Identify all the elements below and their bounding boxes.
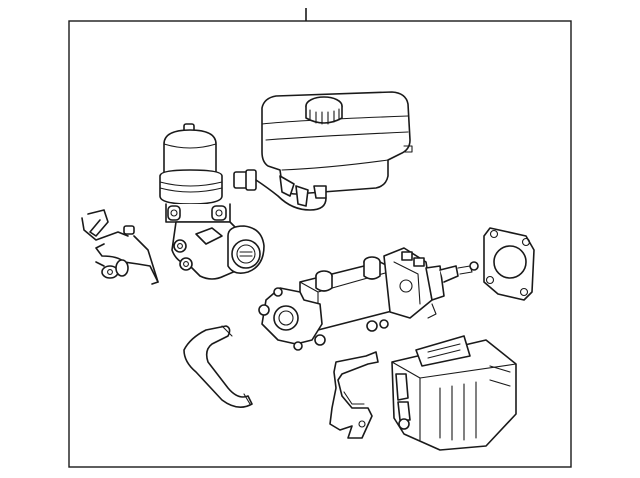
level-sensor-connector[interactable]: [233, 169, 327, 211]
brake-line-bracket[interactable]: [81, 209, 159, 285]
fluid-reservoir[interactable]: [261, 91, 413, 207]
diagram-frame: [68, 20, 572, 468]
gasket[interactable]: [483, 227, 535, 301]
hose[interactable]: [183, 325, 253, 408]
actuator-unit[interactable]: [391, 335, 517, 451]
master-cylinder[interactable]: [258, 247, 479, 351]
mounting-bracket[interactable]: [329, 351, 379, 439]
accumulator-pump-assembly[interactable]: [159, 123, 265, 280]
